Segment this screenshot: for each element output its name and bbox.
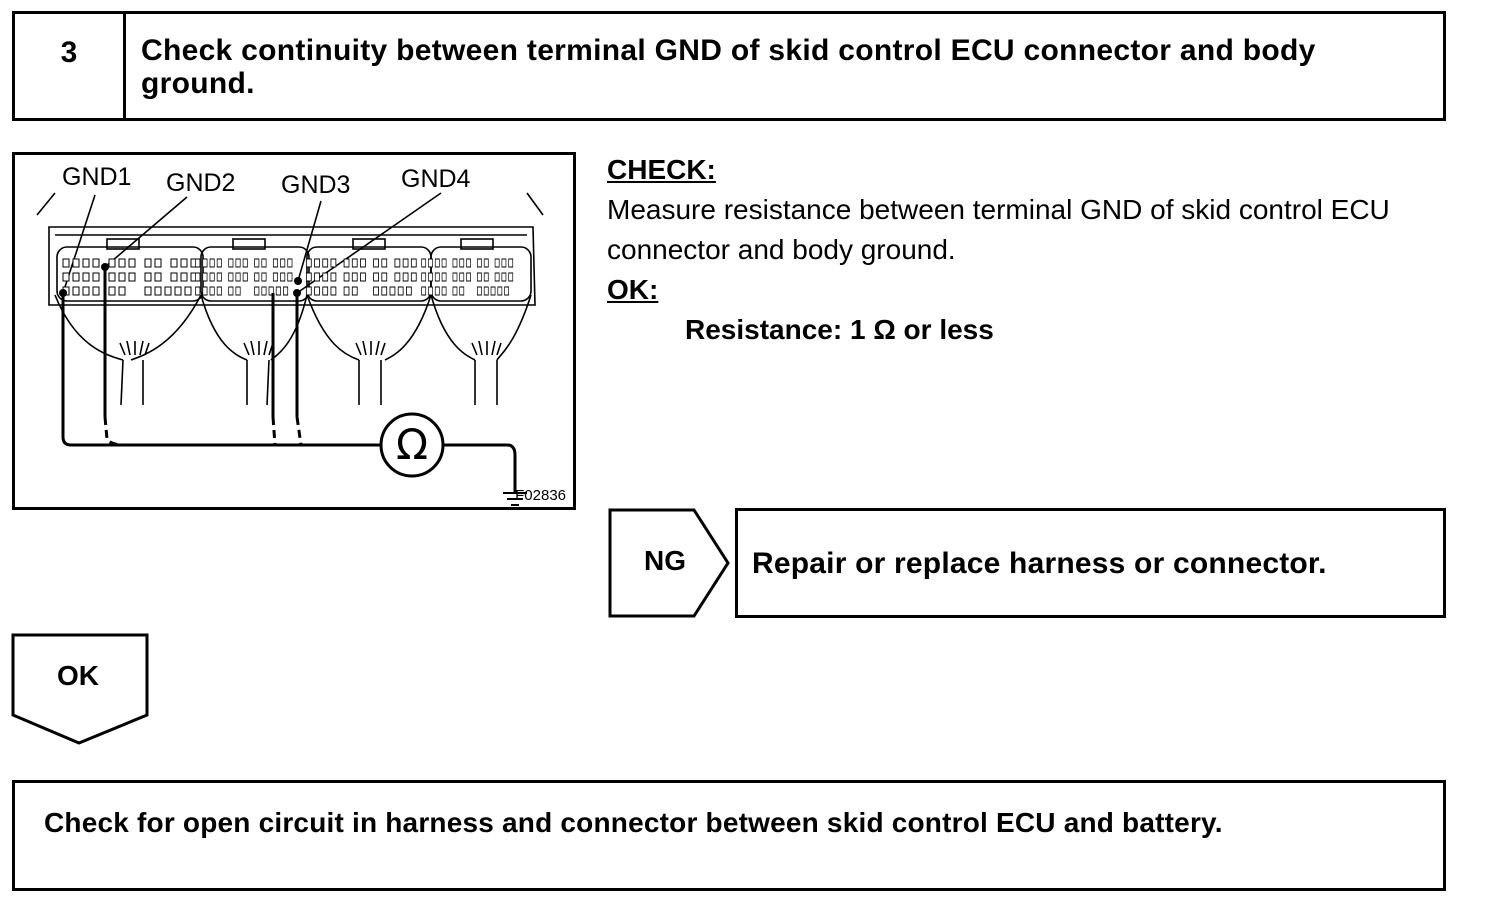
ohm-symbol: Ω <box>396 420 428 469</box>
step-title-line-2: ground. <box>141 67 255 100</box>
step-title-line-1: Check continuity between terminal GND of… <box>141 34 1316 67</box>
step-number: 3 <box>15 14 126 118</box>
next-step-box: Check for open circuit in harness and co… <box>12 780 1446 891</box>
ok-specification: Resistance: 1 Ω or less <box>685 314 994 345</box>
ng-result-box: Repair or replace harness or connector. <box>735 508 1446 618</box>
ok-heading: OK: <box>607 274 659 305</box>
label-gnd1: GND1 <box>62 163 131 191</box>
check-section: CHECK: Measure resistance between termin… <box>607 150 1487 350</box>
ohmmeter-icon <box>379 412 445 478</box>
ok-arrow-icon <box>11 633 149 745</box>
ok-label: OK <box>57 660 99 691</box>
connector-diagram: Ω GND1 GND2 GND3 GND4 F02836 <box>12 152 576 510</box>
next-step-text: Check for open circuit in harness and co… <box>44 807 1223 838</box>
check-heading: CHECK: <box>607 154 716 185</box>
ng-label: NG <box>644 545 686 576</box>
ecu-connector-illustration: Ω GND1 GND2 GND3 GND4 F02836 <box>36 163 566 506</box>
label-gnd4: GND4 <box>401 165 471 193</box>
figure-code: F02836 <box>515 487 566 504</box>
label-gnd3: GND3 <box>281 171 350 199</box>
step-title: Check continuity between terminal GND of… <box>141 34 1441 100</box>
ng-arrow-icon <box>608 508 730 618</box>
step-header: 3 Check continuity between terminal GND … <box>12 11 1446 121</box>
label-gnd2: GND2 <box>166 169 235 197</box>
check-line-2: connector and body ground. <box>607 234 956 265</box>
ground-icon <box>503 492 527 506</box>
check-line-1: Measure resistance between terminal GND … <box>607 194 1390 225</box>
ng-result-text: Repair or replace harness or connector. <box>752 547 1327 580</box>
